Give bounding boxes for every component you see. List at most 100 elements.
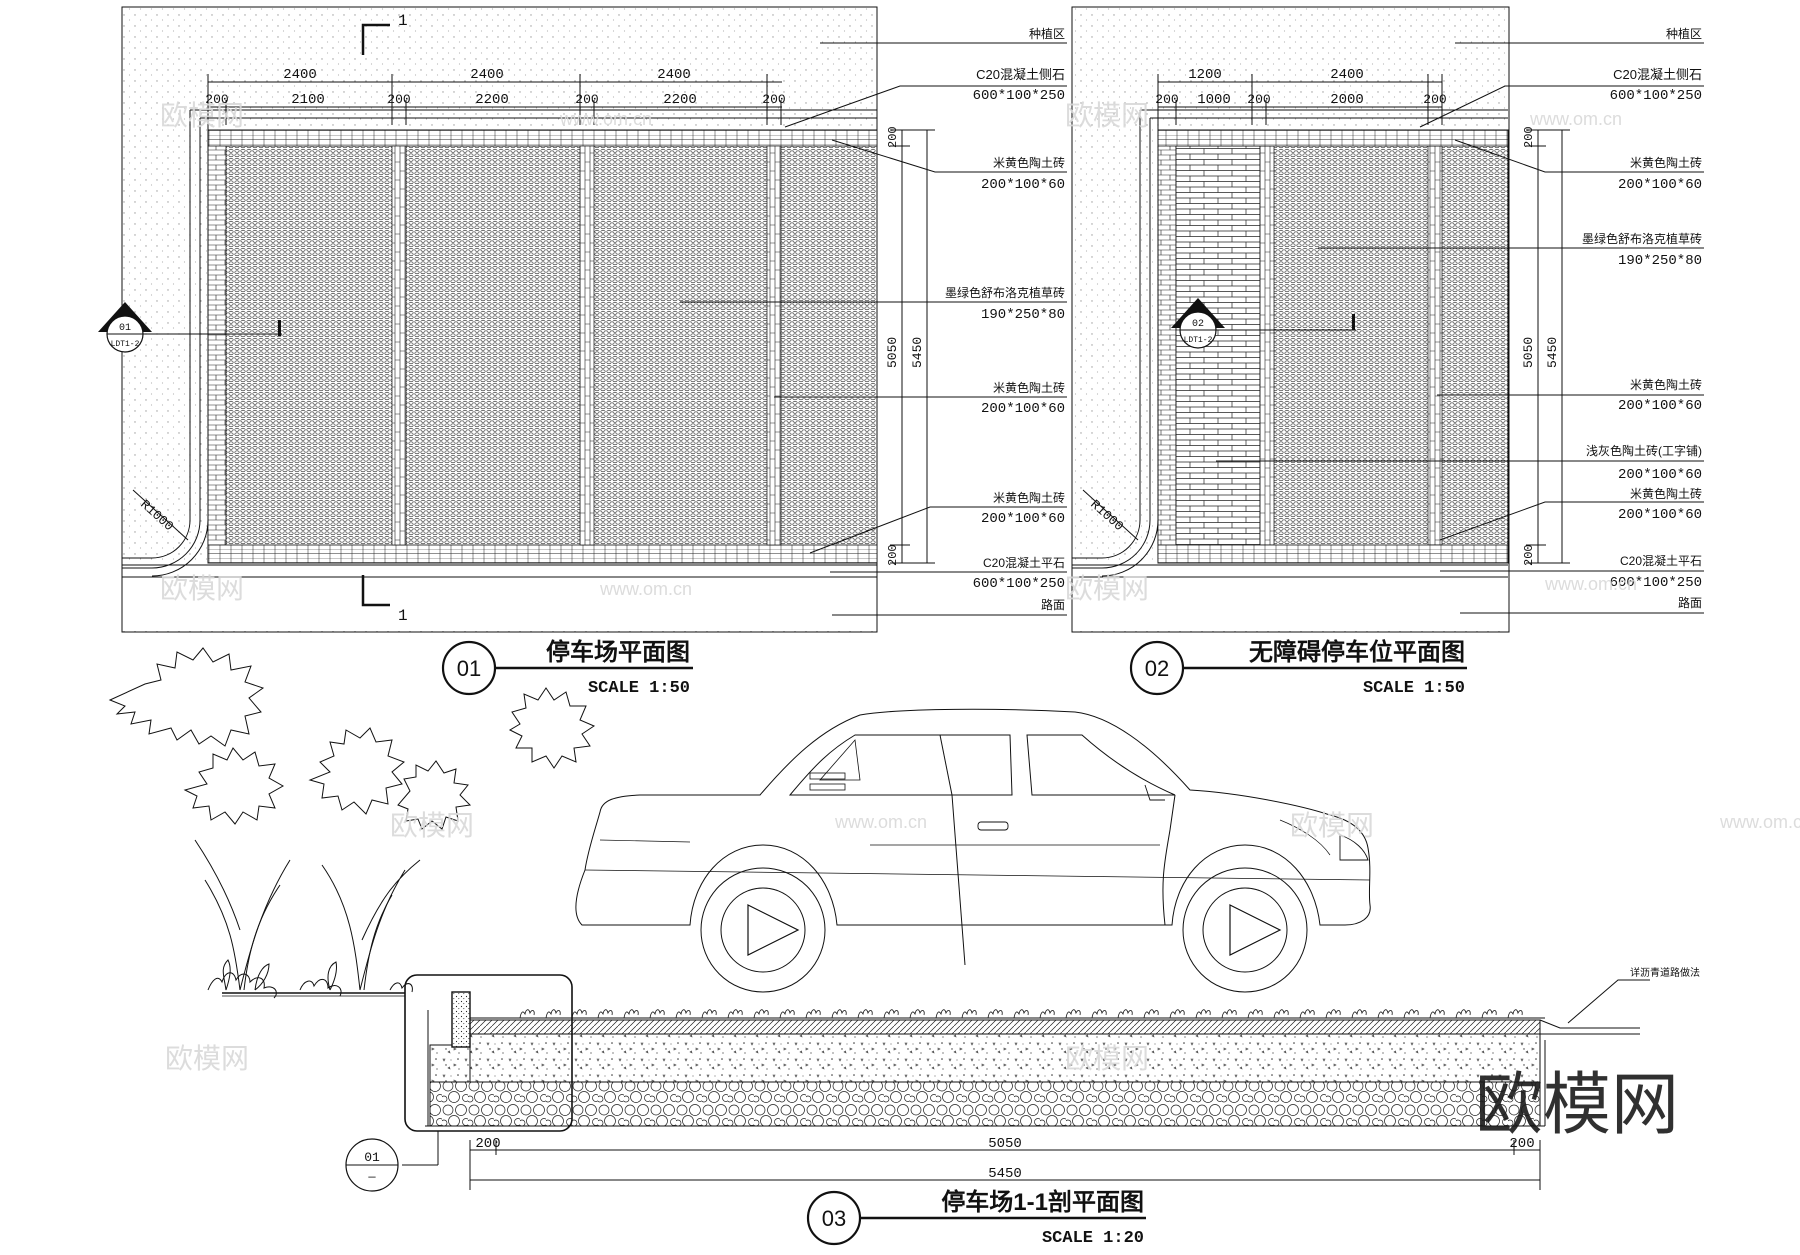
grass-tuft (1481, 1009, 1497, 1019)
grass-tuft (753, 1009, 769, 1019)
plan-02-curb (1072, 118, 1151, 569)
plan-01-label-flat-stone-size: 600*100*250 (973, 576, 1065, 592)
plan-02-dims-right: 200 5050 5450 200 (1521, 126, 1570, 566)
section-03: 01 — 详沥青道路做法 200 5050 200 5450 03 停车场1-1… (108, 647, 1700, 1248)
plan-01-dim-t-200a: 200 (205, 92, 228, 107)
grass-tuft (1325, 1009, 1341, 1019)
plan-01-dims-top: 2400 2400 2400 200 2100 200 2200 200 220… (205, 67, 786, 125)
plan-01-divider-1 (391, 145, 407, 546)
plan-02-index-top: 02 (1192, 319, 1204, 330)
plan-02-label-beige-1-size: 200*100*60 (1618, 177, 1702, 193)
grass-tuft (1143, 1009, 1159, 1019)
plan-02-label-curb-size: 600*100*250 (1610, 88, 1702, 104)
grass-tuft (1013, 1009, 1029, 1019)
grass-tuft (1351, 1009, 1367, 1019)
title-03-number: 03 (822, 1206, 846, 1231)
watermark-brand-3: 欧模网 (160, 573, 244, 604)
grass-tuft (675, 1009, 691, 1019)
grass-tuft (831, 1009, 847, 1019)
title-02-scale: SCALE 1:50 (1363, 679, 1465, 698)
plan-01-label-planting: 种植区 (1029, 26, 1065, 41)
asphalt-note: 详沥青道路做法 (1630, 966, 1700, 979)
grass-tuft (1273, 1009, 1289, 1019)
plan-02-dim-t-2400: 2400 (1330, 67, 1364, 83)
grass-tuft (857, 1009, 873, 1019)
plan-02-label-beige-1: 米黄色陶土砖 (1630, 155, 1702, 170)
watermark-brand-1: 欧模网 (160, 100, 244, 131)
plan-01-border-bottom (207, 544, 878, 564)
watermark-site-2: www.om.cn (1529, 109, 1622, 129)
grass-tuft (1247, 1009, 1263, 1019)
grass-tuft (571, 1009, 587, 1019)
grass-tuft (1507, 1009, 1523, 1019)
plan-01-label-beige-3: 米黄色陶土砖 (993, 490, 1065, 505)
plan-01-grass-pavers (208, 130, 877, 563)
plan-01: R1000 1 1 01 LDT1-2 200 5050 5450 200 (98, 6, 1067, 633)
grass-tuft (1299, 1009, 1315, 1019)
plan-01-dim-r-5050: 5050 (885, 337, 900, 368)
plan-01-dim-t-2100: 2100 (291, 92, 325, 108)
section-dim-5050: 5050 (988, 1136, 1022, 1152)
watermark-brand-large: 欧模网 (1475, 1067, 1679, 1143)
plan-02-dim-r-5450: 5450 (1545, 337, 1560, 368)
plan-01-label-curb: C20混凝土侧石 (976, 67, 1065, 82)
plan-02-label-flat-stone-size: 600*100*250 (1610, 575, 1702, 591)
plan-01-border-left (207, 129, 227, 564)
grass-tuft (1065, 1009, 1081, 1019)
title-01-text: 停车场平面图 (546, 638, 690, 666)
plan-02-label-beige-3: 米黄色陶土砖 (1630, 486, 1702, 501)
plan-02-dims-top: 1200 2400 200 1000 200 2000 200 (1155, 67, 1447, 125)
title-block-02: 02 无障碍停车位平面图 SCALE 1:50 (1129, 638, 1467, 698)
plan-02-label-road: 路面 (1678, 595, 1702, 610)
grass-tuft (779, 1009, 795, 1019)
plan-02-label-beige-2: 米黄色陶土砖 (1630, 377, 1702, 392)
plan-01-divider-2 (579, 145, 595, 546)
plan-02-label-beige-3-size: 200*100*60 (1618, 507, 1702, 523)
detail-index-bottom: — (367, 1170, 376, 1184)
plan-01-section-mark-top (361, 23, 390, 55)
tree-illustration (108, 647, 596, 999)
plan-02-label-grass: 墨绿色舒布洛克植草砖 (1582, 231, 1702, 246)
watermark-site-5: www.om.cn (834, 812, 927, 832)
grass-tuft (987, 1009, 1003, 1019)
plan-01-labels: 种植区 C20混凝土侧石 600*100*250 米黄色陶土砖 200*100*… (680, 26, 1067, 616)
watermark-site-6: www.om.cn (1719, 812, 1800, 832)
section-dim-5450: 5450 (988, 1166, 1022, 1182)
plan-01-dim-t-2400a: 2400 (283, 67, 317, 83)
title-03-text: 停车场1-1剖平面图 (941, 1188, 1144, 1216)
plan-02-label-curb: C20混凝土侧石 (1613, 67, 1702, 82)
plan-02-label-planting: 种植区 (1666, 26, 1702, 41)
watermark-brand-8: 欧模网 (1065, 1043, 1149, 1074)
plan-02-dim-t-1200: 1200 (1188, 67, 1222, 83)
watermark-brand-4: 欧模网 (1065, 573, 1149, 604)
plan-01-dim-r-200a: 200 (886, 126, 900, 148)
plan-01-section-num-bottom: 1 (398, 607, 408, 625)
plan-01-border-top (207, 129, 878, 147)
grass-tuft (623, 1009, 639, 1019)
title-01-scale: SCALE 1:50 (588, 679, 690, 698)
watermark-brand-2: 欧模网 (1065, 100, 1149, 131)
title-03-scale: SCALE 1:20 (1042, 1229, 1144, 1248)
title-02-text: 无障碍停车位平面图 (1249, 638, 1465, 666)
plan-01-dim-t-200c: 200 (575, 92, 598, 107)
grass-tuft (909, 1009, 925, 1019)
grass-tuft (1403, 1009, 1419, 1019)
plan-02-label-gray-size: 200*100*60 (1618, 467, 1702, 483)
plan-01-label-beige-3-size: 200*100*60 (981, 511, 1065, 527)
plan-01-label-grass: 墨绿色舒布洛克植草砖 (945, 285, 1065, 300)
plan-01-index-symbol: 01 LDT1-2 (98, 302, 282, 353)
plan-01-dim-t-2400c: 2400 (657, 67, 691, 83)
section-gravel-layer (429, 1081, 1541, 1127)
grass-tuft (519, 1009, 535, 1019)
plan-01-index-bottom: LDT1-2 (111, 340, 140, 349)
grass-tuft (805, 1009, 821, 1019)
plan-02-label-flat-stone: C20混凝土平石 (1620, 553, 1702, 568)
plan-01-section-num-top: 1 (398, 12, 408, 30)
watermark-site-1: www.om.cn (559, 109, 652, 129)
plan-02-label-gray: 浅灰色陶土砖(工字铺) (1586, 443, 1702, 458)
grass-tuft (597, 1009, 613, 1019)
grass-tuft (883, 1009, 899, 1019)
plan-01-divider-3 (766, 145, 782, 546)
watermark-site-3: www.om.cn (599, 579, 692, 599)
plan-01-index-top: 01 (119, 323, 131, 334)
